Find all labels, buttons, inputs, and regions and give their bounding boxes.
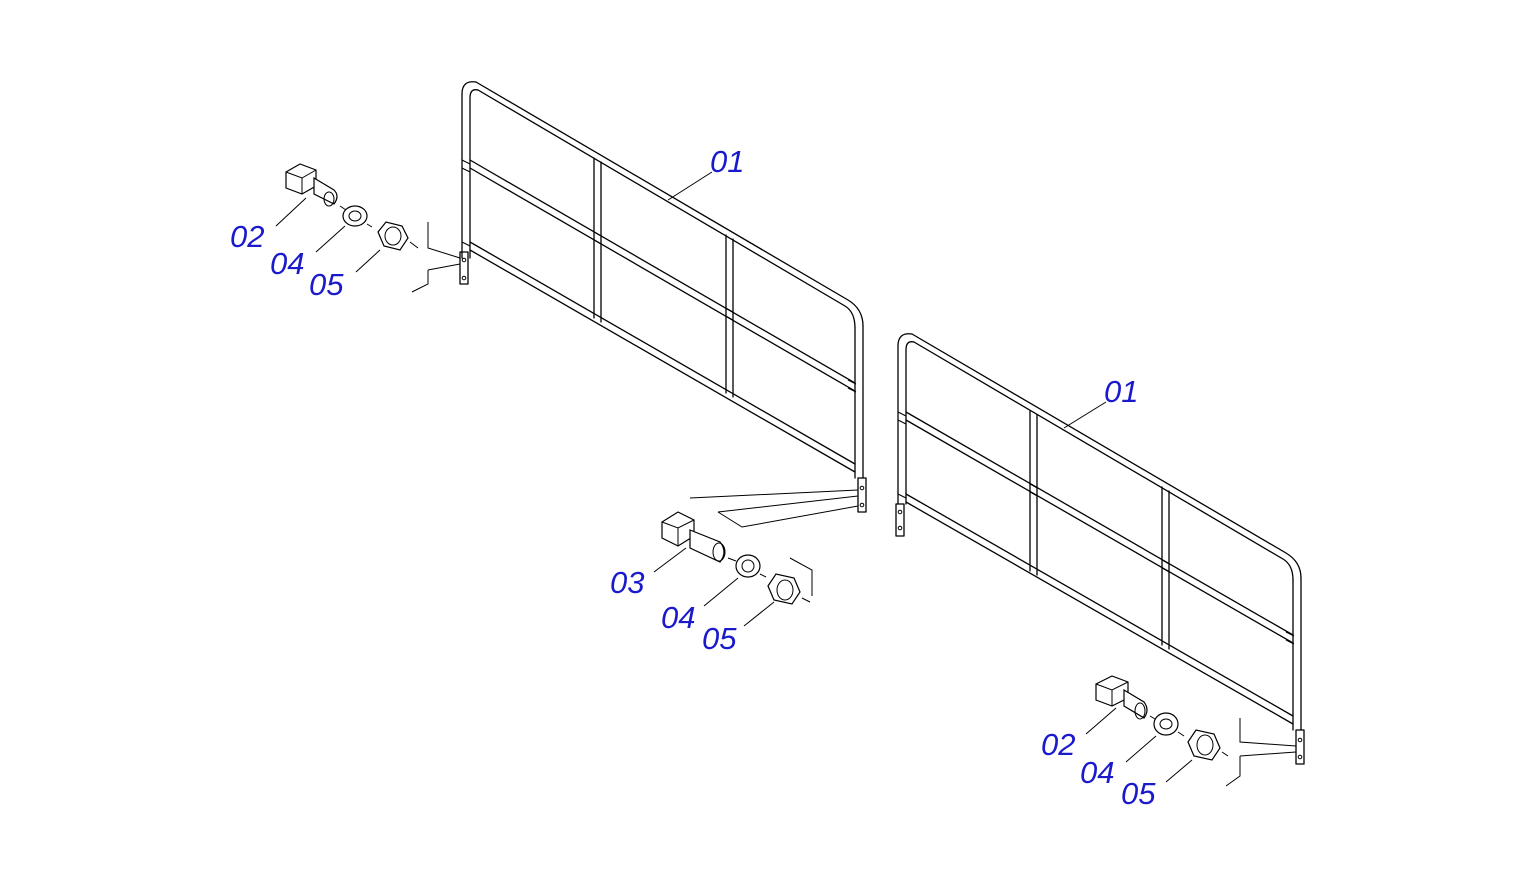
hardware-group-a (275, 163, 419, 273)
callout-05-left: 05 (309, 267, 344, 302)
leader-01-left (667, 171, 713, 201)
railing-right (895, 333, 1305, 787)
callout-05-right: 05 (1121, 776, 1156, 811)
callout-04-right: 04 (1080, 755, 1115, 790)
callout-04-left: 04 (270, 246, 305, 281)
callout-01-left: 01 (710, 144, 745, 179)
callout-04-middle: 04 (661, 600, 696, 635)
hardware-group-b (653, 511, 811, 627)
callout-02-left: 02 (230, 219, 265, 254)
callout-03-middle: 03 (610, 565, 645, 600)
callout-01-right: 01 (1104, 374, 1139, 409)
leader-01-right (1063, 401, 1107, 429)
railing-left (411, 81, 867, 596)
hardware-group-c (1085, 675, 1229, 783)
callout-05-middle: 05 (702, 621, 737, 656)
callout-02-right: 02 (1041, 727, 1076, 762)
